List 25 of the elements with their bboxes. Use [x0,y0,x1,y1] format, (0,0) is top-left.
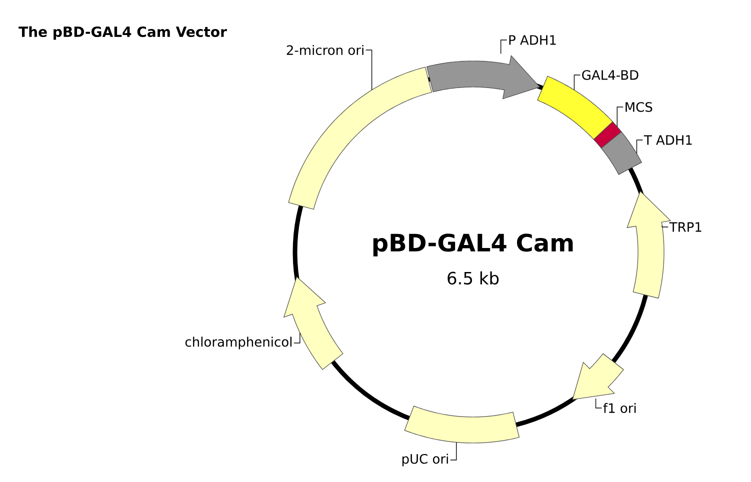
leader-line [595,398,602,408]
feature-label: 2-micron ori [286,44,364,56]
plasmid-size: 6.5 kb [448,271,499,285]
feature-label: MCS [626,102,652,112]
feature-label: TRP1 [669,222,702,232]
feature-label: chloramphenicol [185,336,292,350]
leader-line [365,50,372,90]
feature-label: T ADH1 [644,135,692,145]
gene-region [404,406,520,444]
plasmid-name: pBD-GAL4 Cam [373,234,573,256]
leader-line [636,140,644,154]
leader-line [574,74,581,90]
gene-region [593,121,622,149]
feature-label: pUC ori [402,454,448,466]
feature-label: f1 ori [603,402,636,414]
gene-region [288,66,432,210]
leader-line [450,442,457,460]
feature-label: GAL4-BD [582,70,638,80]
title: The pBD-GAL4 Cam Vector [18,26,227,40]
leader-line [500,40,508,54]
feature-label: P ADH1 [509,35,556,45]
leader-line [294,332,300,344]
leader-line [662,225,668,228]
gene-feature [572,353,624,400]
leader-line [616,106,624,127]
